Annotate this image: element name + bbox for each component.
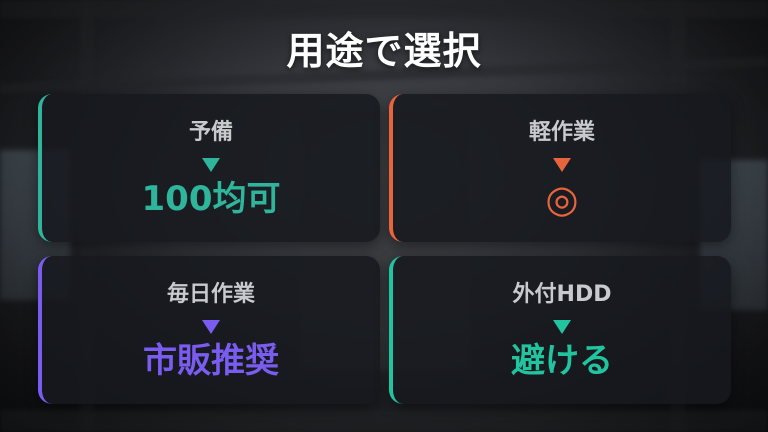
option-card-external-hdd: 外付HDD 避ける xyxy=(389,256,731,404)
down-triangle-icon xyxy=(553,320,571,334)
card-value: 市販推奨 xyxy=(143,341,279,381)
down-triangle-icon xyxy=(202,158,220,172)
page-title: 用途で選択 xyxy=(286,29,482,73)
card-label: 毎日作業 xyxy=(166,282,255,307)
card-label: 予備 xyxy=(188,120,233,145)
option-card-reserve: 予備 100均可 xyxy=(38,94,380,242)
card-value: 避ける xyxy=(511,341,613,381)
card-value: ◎ xyxy=(545,177,579,221)
option-card-light-work: 軽作業 ◎ xyxy=(389,94,731,242)
card-value: 100均可 xyxy=(141,179,281,219)
option-card-daily-work: 毎日作業 市販推奨 xyxy=(38,256,380,404)
card-label: 外付HDD xyxy=(512,282,612,307)
down-triangle-icon xyxy=(553,158,571,172)
down-triangle-icon xyxy=(202,320,220,334)
card-label: 軽作業 xyxy=(528,120,595,145)
